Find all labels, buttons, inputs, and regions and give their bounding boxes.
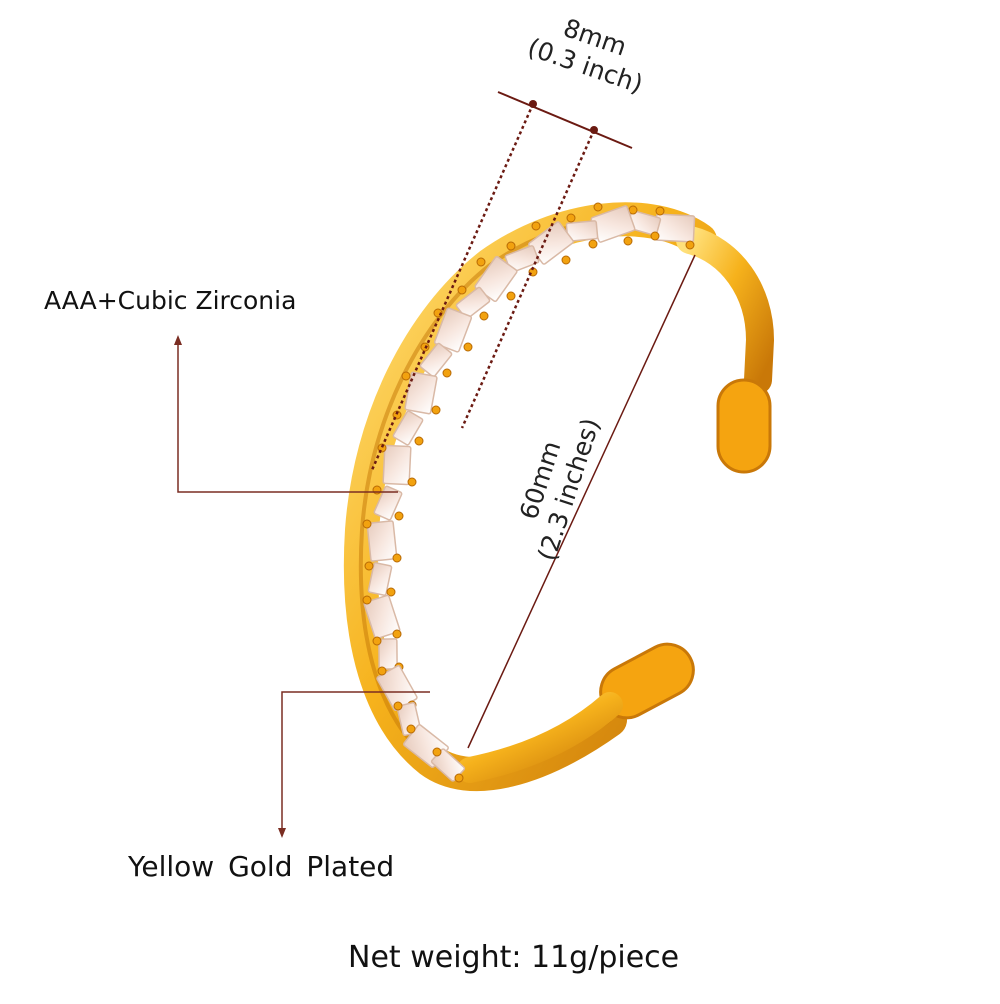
gold-prong	[685, 240, 695, 250]
zirconia-label: AAA+Cubic Zirconia	[44, 286, 297, 315]
gold-prong	[377, 666, 387, 676]
gold-prong	[407, 477, 417, 487]
gold-prong	[392, 629, 402, 639]
baguette-stone	[366, 520, 398, 562]
gold-prong	[588, 239, 598, 249]
gold-prong	[566, 213, 576, 223]
gold-prong	[463, 342, 473, 352]
gold-prong	[531, 221, 541, 231]
zirconia-leader-line	[177, 345, 398, 493]
gold-prong	[479, 311, 489, 321]
gold-prong	[457, 285, 467, 295]
baguette-stone	[367, 562, 393, 596]
width-dimension-line	[497, 91, 633, 149]
gold-prong	[476, 257, 486, 267]
bangle-arm-right	[676, 226, 775, 394]
gold-prong	[506, 291, 516, 301]
gold-prong	[655, 206, 665, 216]
baguette-stone	[378, 638, 398, 670]
gold-prong	[650, 231, 660, 241]
plating-leader-arrow	[278, 828, 286, 838]
width-extension-line-right	[460, 129, 596, 429]
baguette-stone	[382, 444, 412, 486]
gold-prong	[628, 205, 638, 215]
bangle-end-top	[716, 378, 772, 474]
baguette-stone	[419, 342, 453, 378]
bangle-arm-bottom	[457, 692, 623, 783]
width-extension-line-left	[370, 103, 535, 471]
gold-prong	[406, 724, 416, 734]
gold-prong	[392, 553, 402, 563]
net-weight-label: Net weight: 11g/piece	[348, 940, 680, 975]
diameter-dimension-line	[467, 254, 696, 749]
gold-prong	[401, 371, 411, 381]
gold-prong	[432, 747, 442, 757]
gold-prong	[414, 436, 424, 446]
gold-prong	[623, 236, 633, 246]
gold-prong	[393, 701, 403, 711]
gold-prong	[454, 773, 464, 783]
plating-leader-line	[281, 691, 430, 828]
baguette-stone	[392, 410, 424, 446]
gold-prong	[593, 202, 603, 212]
baguette-stone	[373, 485, 403, 521]
gold-prong	[386, 587, 396, 597]
gold-prong	[362, 595, 372, 605]
baguette-stone	[654, 213, 696, 243]
gold-prong	[362, 519, 372, 529]
gold-prong	[431, 405, 441, 415]
zirconia-leader-arrow	[174, 335, 182, 345]
gold-prong	[394, 511, 404, 521]
gold-prong	[372, 485, 382, 495]
gold-prong	[506, 241, 516, 251]
gold-prong	[442, 368, 452, 378]
baguette-stone	[363, 594, 401, 640]
gold-prong	[561, 255, 571, 265]
baguette-stone	[433, 307, 473, 353]
gold-prong	[364, 561, 374, 571]
gold-prong	[372, 636, 382, 646]
plating-label: Yellow Gold Plated	[128, 850, 395, 883]
cubic-zirconia-stones	[362, 202, 696, 783]
